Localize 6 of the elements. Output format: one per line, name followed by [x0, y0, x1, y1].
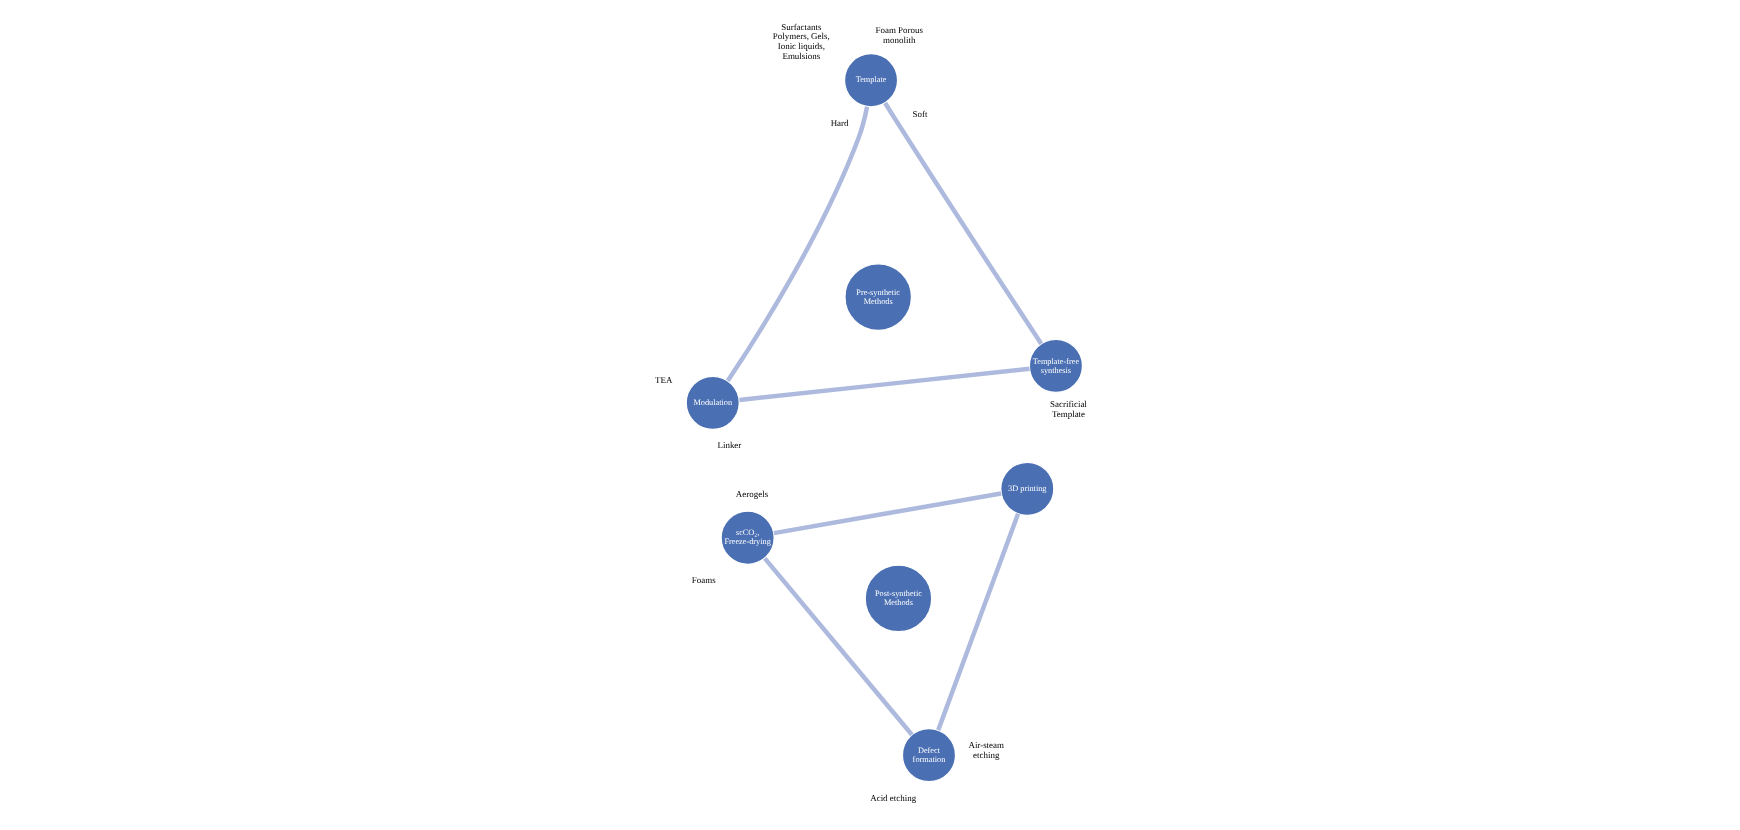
connector: [763, 556, 914, 737]
connector: [725, 106, 870, 383]
connector: [739, 366, 1030, 403]
connector: [883, 101, 1044, 345]
connector: [936, 513, 1021, 731]
connector: [773, 491, 1002, 536]
